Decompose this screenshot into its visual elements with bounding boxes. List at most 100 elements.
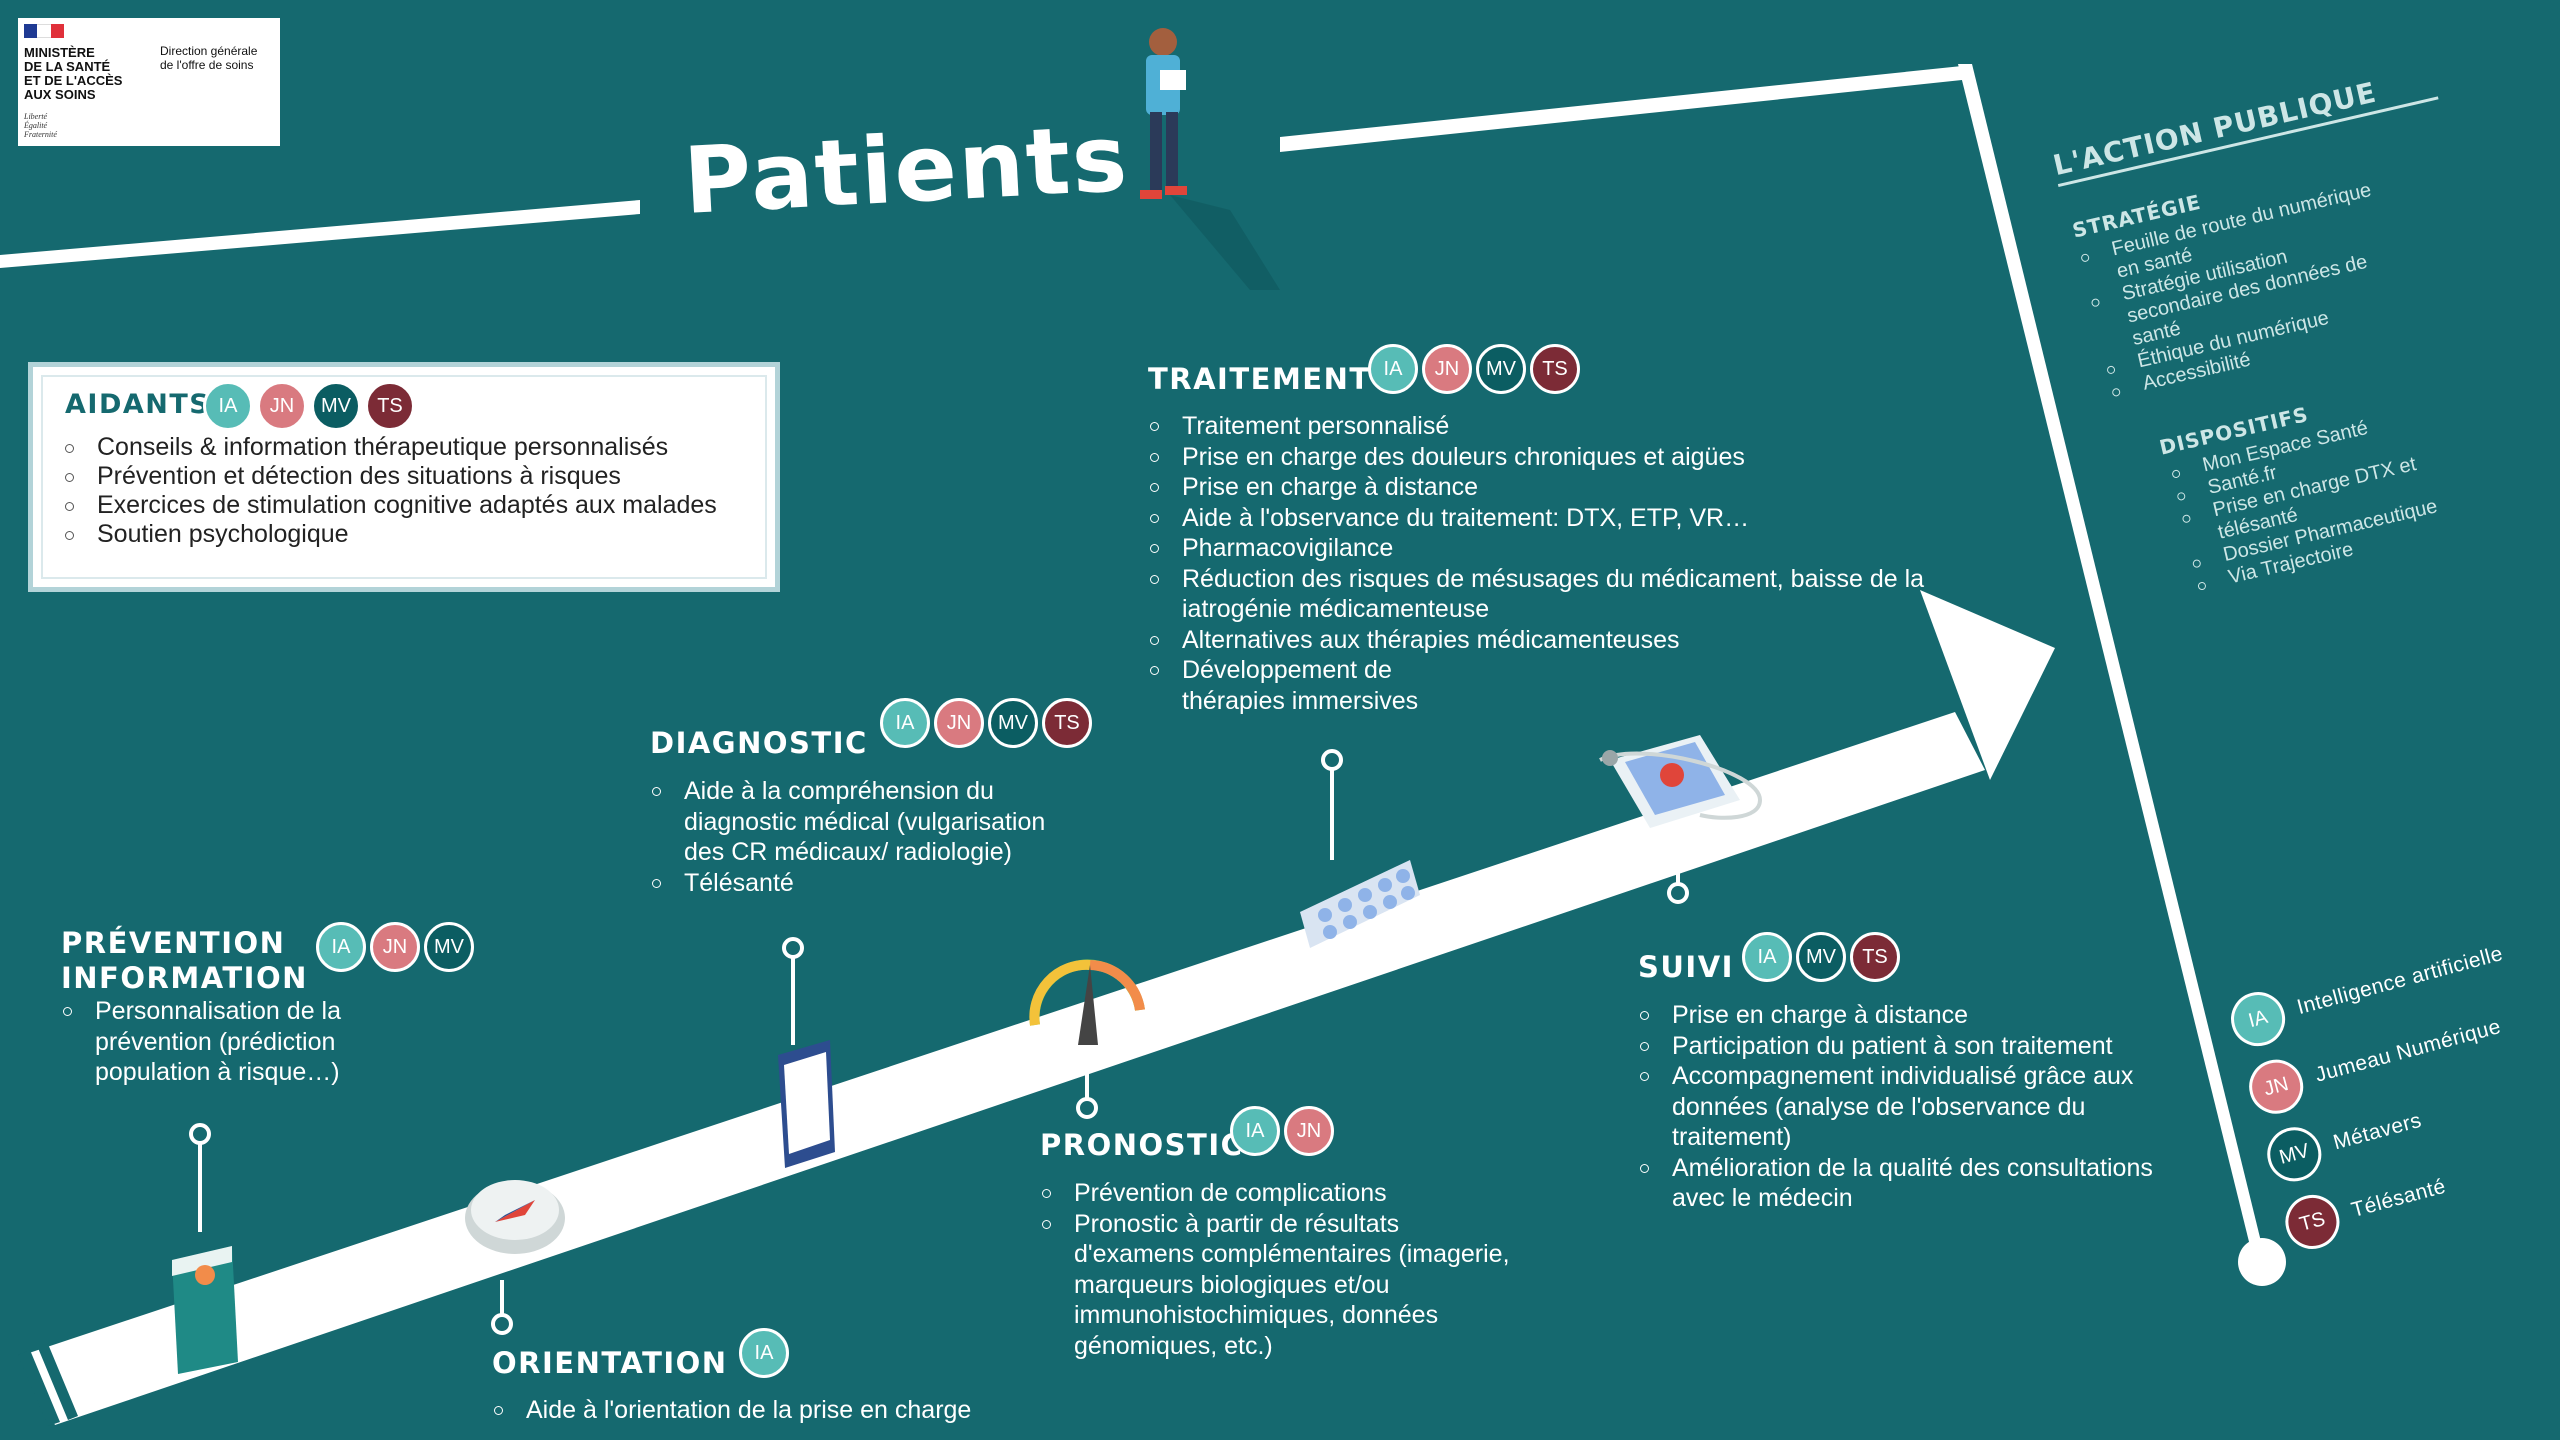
badge-jn: JN [257,381,307,431]
list-item: Conseils & information thérapeutique per… [63,433,717,462]
direction-line: de l'offre de soins [160,58,254,72]
pin-diagnostic [782,937,804,1045]
pronostic-badges: IA JN [1230,1106,1338,1156]
list-item: Amélioration de la qualité des consultat… [1638,1153,2198,1214]
pin-suivi [1667,845,1689,904]
ministry-line: DE LA SANTÉ [24,59,111,74]
main-arrow-head [1920,590,2055,780]
list-item: Prise en charge à distance [1638,1000,2198,1031]
badge-mv: MV [311,381,361,431]
pin-prevention [189,1123,211,1232]
list-item: Prise en charge à distance [1148,472,1938,503]
motto-line: Liberté [24,112,48,121]
traitement-list: Traitement personnalisé Prise en charge … [1148,411,1938,716]
badge-ia: IA [1230,1106,1280,1156]
diagnostic-title: DIAGNOSTIC [650,726,868,760]
legend-label: Métavers [2330,1108,2425,1155]
list-item: Prévention de complications [1040,1178,1510,1209]
aidants-list: Conseils & information thérapeutique per… [63,433,717,549]
list-item: Accompagnement individualisé grâce aux d… [1638,1061,2198,1153]
list-item: Soutien psychologique [63,520,717,549]
pin-traitement [1321,749,1343,860]
aidants-card: AIDANTS IA JN MV TS Conseils & informati… [28,362,780,592]
right-road-line [1958,64,2266,1262]
patient-illustration [1140,28,1280,290]
pin-orientation [491,1280,513,1335]
ministry-line: AUX SOINS [24,87,96,102]
pronostic-title: PRONOSTIC [1040,1128,1244,1162]
suivi-list: Prise en charge à distance Participation… [1638,1000,2198,1214]
list-item: Alternatives aux thérapies médicamenteus… [1148,625,1938,656]
road-end-dot [2238,1238,2286,1286]
list-item: Prévention et détection des situations à… [63,462,717,491]
badge-jn: JN [1284,1106,1334,1156]
badge-jn: JN [1422,344,1472,394]
gauge-illustration [1029,959,1145,1045]
badge-ts: TS [1850,932,1900,982]
badge-mv: MV [424,922,474,972]
badge-mv: MV [988,698,1038,748]
list-item: Aide à l'observance du traitement: DTX, … [1148,503,1938,534]
suivi-title: SUIVI [1638,950,1734,984]
list-item: Personnalisation de la prévention (prédi… [61,996,391,1088]
list-item: Participation du patient à son traitemen… [1638,1031,2198,1062]
badge-ts: TS [1042,698,1092,748]
road-start-stripe [18,1350,60,1426]
top-road-right [1280,66,1962,152]
list-item: Aide à la compréhension du diagnostic mé… [650,776,1050,868]
list-item: Traitement personnalisé [1148,411,1938,442]
suivi-badges: IA MV TS [1742,932,1904,982]
badge-jn: JN [370,922,420,972]
aidants-title: AIDANTS [65,389,211,420]
list-item: Télésanté [650,868,1050,899]
badge-ia: IA [316,922,366,972]
diagnostic-badges: IA JN MV TS [880,698,1096,748]
prevention-title-line2: INFORMATION [61,961,308,995]
list-item: Aide à l'orientation de la prise en char… [492,1395,1092,1426]
ministry-line: MINISTÈRE [24,45,95,60]
tablet-illustration [778,1040,835,1168]
motto-line: Fraternité [24,130,57,139]
compass-illustration [465,1180,565,1254]
aidants-badges: IA JN MV TS [203,381,419,431]
ministry-logo: MINISTÈRE DE LA SANTÉ ET DE L'ACCÈS AUX … [18,18,280,146]
direction-line: Direction générale [160,44,258,58]
list-item: Prise en charge des douleurs chroniques … [1148,442,1938,473]
prevention-title-line1: PRÉVENTION [61,926,286,960]
badge-ia: IA [203,381,253,431]
aidants-card-inner [41,375,767,579]
list-item: Développement de thérapies immersives [1148,655,1462,716]
orientation-badges: IA [739,1328,793,1378]
badge-ia: IA [880,698,930,748]
motto-line: Égalité [24,121,48,130]
orientation-title: ORIENTATION [492,1346,728,1380]
badge-mv: MV [1476,344,1526,394]
list-item: Pronostic à partir de résultats d'examen… [1040,1209,1510,1362]
badge-ts: TS [1530,344,1580,394]
brochure-illustration [172,1246,238,1374]
top-road-left [0,200,640,268]
badge-ia: IA [1742,932,1792,982]
list-item: Pharmacovigilance [1148,533,1938,564]
badge-jn: JN [934,698,984,748]
ministry-line: ET DE L'ACCÈS [24,73,123,88]
diagnostic-list: Aide à la compréhension du diagnostic mé… [650,776,1050,898]
badge-mv: MV [1796,932,1846,982]
prevention-list: Personnalisation de la prévention (prédi… [61,996,391,1088]
badge-ia: IA [1368,344,1418,394]
traitement-badges: IA JN MV TS [1368,344,1584,394]
phone-illustration [1599,735,1763,828]
pin-pronostic [1076,1060,1098,1119]
traitement-title: TRAITEMENT [1148,362,1371,396]
badge-ia: IA [739,1328,789,1378]
legend-label: Télésanté [2348,1174,2449,1222]
french-flag-icon [24,24,64,38]
list-item: Exercices de stimulation cognitive adapt… [63,491,717,520]
prevention-badges: IA JN MV [316,922,478,972]
badge-ts: TS [365,381,415,431]
road-start-stripe-2 [38,1344,78,1420]
list-item: Réduction des risques de mésusages du mé… [1148,564,1938,625]
orientation-list: Aide à l'orientation de la prise en char… [492,1395,1092,1426]
